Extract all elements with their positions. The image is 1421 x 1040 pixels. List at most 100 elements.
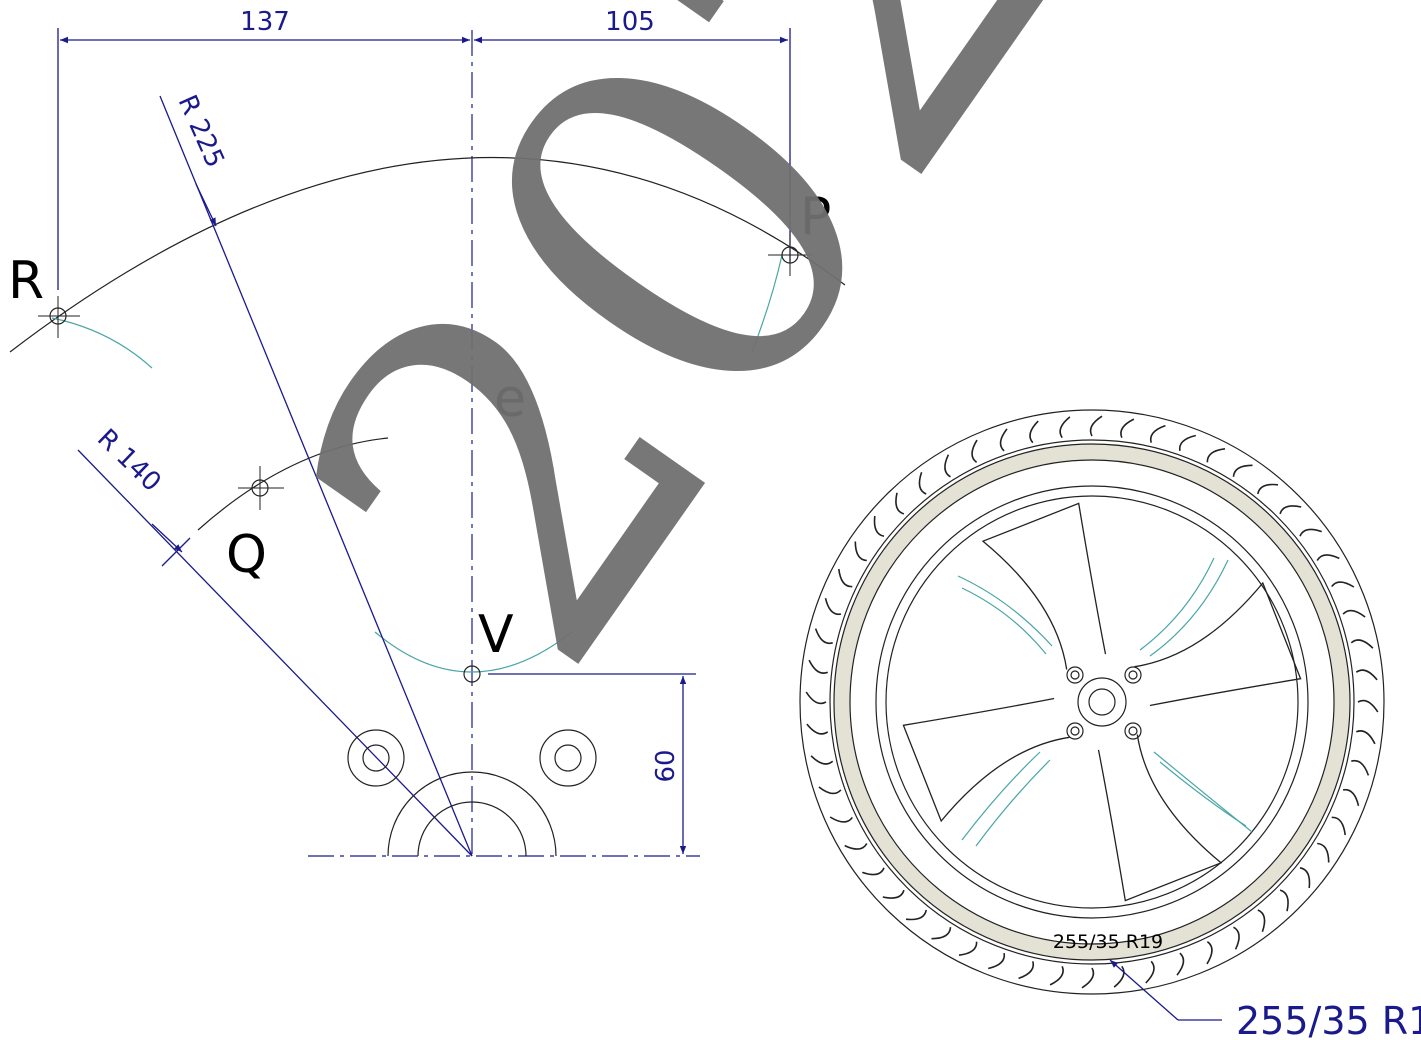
lug-nut [1124,666,1142,684]
tread-groove [829,816,853,823]
tread-groove [1299,528,1322,537]
lug-nut [1066,666,1084,684]
tire-tread-pattern [805,415,1379,989]
point-marker-r [38,296,80,338]
sidewall-edge-inner [849,459,1335,945]
dim-label-60: 60 [651,749,681,782]
spoke-highlight [961,587,1047,655]
tread-groove [824,598,842,616]
tread-groove [905,909,927,921]
tread-groove [1357,699,1379,713]
hub-outer [1077,677,1127,727]
spoke-highlight [1159,761,1247,827]
spoke-highlight [961,751,1041,841]
tread-groove [1299,867,1311,889]
tread-groove [958,941,978,956]
tread-groove [882,889,905,899]
tread-groove [1351,759,1370,776]
rim-inner [885,495,1299,909]
lug-nut [1066,722,1084,740]
point-marker-v [463,665,481,683]
radius-tick-r140 [161,537,191,567]
spoke-outline [1134,581,1302,707]
construction-geometry [9,28,846,860]
spoke-outline [902,697,1070,823]
tread-groove [1257,909,1266,932]
spoke-outline [1097,734,1223,902]
tread-groove [1279,889,1289,912]
dim-label-137: 137 [240,7,290,37]
point-marker-p [768,234,812,276]
point-label-q: Q [226,525,267,585]
callout-leader-diag [1109,959,1179,1021]
tread-groove [1331,816,1346,836]
watermark-2023: 2023 [203,0,1337,754]
tread-groove [1178,434,1196,452]
construction-arc-r [51,317,153,369]
radius-arrow-r225 [195,183,217,227]
tread-groove [818,786,842,795]
tread-groove [873,515,885,537]
tread-groove [944,454,951,478]
tread-groove [814,628,833,645]
tread-groove [1257,483,1279,495]
spoke-highlight [957,575,1053,647]
tread-groove [1355,669,1378,681]
tread-groove [806,723,829,735]
radius-label-r225: R 225 [172,91,230,173]
tread-groove [1355,730,1376,745]
hub-circle-left-inner [362,744,390,772]
tread-groove [1206,941,1213,965]
tread-groove [1145,960,1155,984]
tire-sidewall-band [834,444,1350,960]
tread-groove [1331,581,1355,588]
tread-groove [1029,420,1039,444]
tread-groove [805,691,827,705]
tread-groove [999,428,1008,452]
tread-groove [918,472,927,495]
tread-groove [1113,965,1125,988]
tread-groove [838,568,853,588]
tread-groove [1206,448,1226,463]
spoke-highlight [1149,559,1229,657]
spoke-outline [981,502,1107,670]
point-label-r: R [8,251,44,311]
spoke-highlight [975,759,1051,847]
point-label-e: e [494,369,526,429]
tread-groove [810,755,834,765]
tread-groove [971,439,978,463]
tread-groove [1350,639,1374,649]
tread-groove [1081,967,1095,989]
rim-outer [875,485,1309,919]
hub-circle-right-inner [554,744,582,772]
tread-groove [1342,788,1360,806]
wheel [799,409,1385,995]
spoke-highlight [1139,557,1215,651]
tread-groove [988,952,1006,970]
point-marker-q [238,466,284,510]
dim-label-105: 105 [605,7,655,37]
hub-bore [1088,688,1116,716]
radius-leader-r140 [77,449,473,857]
point-label-p: P [800,187,831,247]
callout-label: 255/35 R19 [1236,999,1421,1040]
tire-outer [799,409,1385,995]
tread-groove [1176,952,1185,976]
tread-groove [1018,961,1035,980]
hub-circle-left-outer [347,729,405,787]
tread-groove [1316,554,1340,561]
tread-groove [1279,505,1302,515]
tread-groove [931,927,952,940]
tread-groove [1232,464,1253,477]
tread-groove [1059,416,1071,439]
tread-groove [1342,609,1366,618]
sidewall-edge-outer [833,443,1351,961]
sidewall-text: 255/35 R19 [1053,931,1163,953]
tire-tread-inner [829,439,1355,965]
radius-label-r140: R 140 [91,423,166,497]
radius-arrow-r140 [151,523,183,553]
tread-groove [1089,415,1103,437]
hub-arc-inner [417,801,527,857]
tread-groove [1233,926,1240,950]
